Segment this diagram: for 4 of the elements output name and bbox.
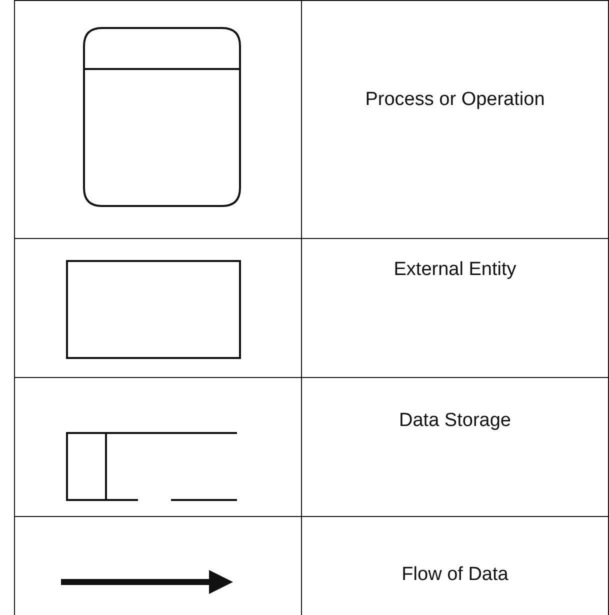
legend-label: Process or Operation [364,89,546,111]
legend-label: Data Storage [398,410,512,432]
legend-label: External Entity [392,259,518,281]
legend-label: Flow of Data [400,564,510,586]
